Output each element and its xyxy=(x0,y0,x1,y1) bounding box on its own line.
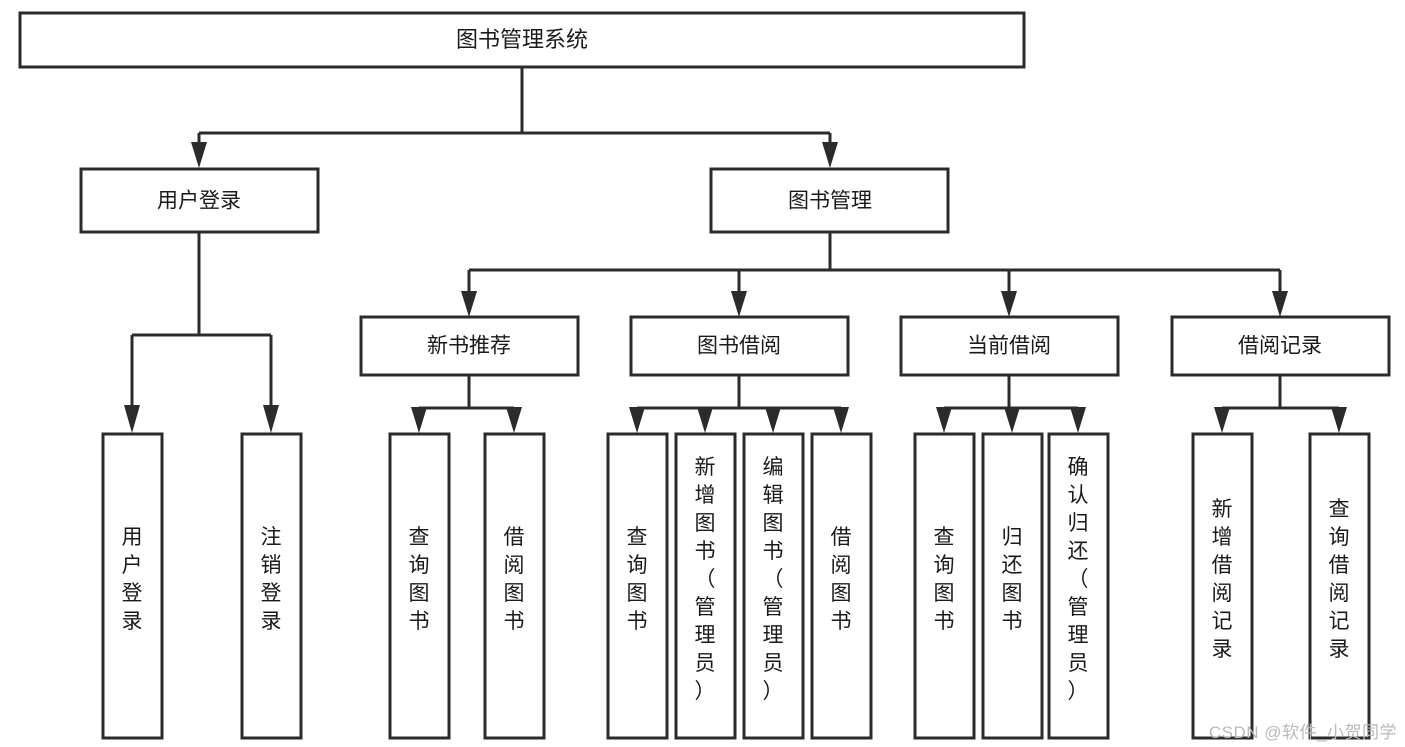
arrow-head-borrow-record xyxy=(1272,291,1288,317)
arrow-head-user-login xyxy=(191,142,207,168)
leaf-br-add-record-box[interactable] xyxy=(1191,432,1254,740)
node-new-book-recommend-box[interactable] xyxy=(359,315,580,377)
node-new-book-recommend-label: 新书推荐 xyxy=(427,335,511,358)
node-book-manage-label: 图书管理 xyxy=(788,190,872,213)
node-user-login-label: 用户登录 xyxy=(157,190,241,213)
leaf-node[interactable]: 查询图书 xyxy=(388,432,451,740)
leaf-cb-confirm-return-box[interactable] xyxy=(1047,432,1110,740)
leaf-br-query-record-label: 查询借阅记录 xyxy=(1329,498,1350,661)
leaf-br-add-record-label: 新增借阅记录 xyxy=(1212,498,1233,661)
node-current-borrow-label: 当前借阅 xyxy=(967,335,1051,358)
arrow-head-bb-3 xyxy=(765,407,781,433)
arrow-head-cb-1 xyxy=(936,407,952,433)
arrow-head-br-1 xyxy=(1214,407,1230,433)
node-book-manage[interactable]: 图书管理 xyxy=(709,167,950,234)
arrow-head-bb-2 xyxy=(697,407,713,433)
leaf-node[interactable]: 查询借阅记录 xyxy=(1308,432,1371,740)
node-root-box[interactable] xyxy=(18,11,1026,69)
leaf-node[interactable]: 归还图书 xyxy=(981,432,1044,740)
node-borrow-record-box[interactable] xyxy=(1170,315,1391,377)
leaf-nb-query-book-label: 查询图书 xyxy=(409,526,430,633)
leaf-bb-query-book-box[interactable] xyxy=(606,432,669,740)
leaf-user-login-box[interactable] xyxy=(101,432,164,740)
arrow-head-ul-2 xyxy=(263,405,279,433)
arrow-head-bb-4 xyxy=(833,407,849,433)
leaf-nb-borrow-book-label: 借阅图书 xyxy=(504,526,525,633)
leaf-node[interactable]: 借阅图书 xyxy=(483,432,546,740)
arrow-head-current-borrow xyxy=(1001,291,1017,317)
leaf-bb-borrow-book-label: 借阅图书 xyxy=(831,526,852,633)
leaf-node[interactable]: 借阅图书 xyxy=(810,432,873,740)
arrow-head-ul-1 xyxy=(124,405,140,433)
leaf-node[interactable]: 注销登录 xyxy=(240,432,303,740)
leaf-nb-borrow-book-box[interactable] xyxy=(483,432,546,740)
node-new-book-recommend[interactable]: 新书推荐 xyxy=(359,315,580,377)
arrow-head-cb-2 xyxy=(1004,407,1020,433)
leaf-node[interactable]: 新增借阅记录 xyxy=(1191,432,1254,740)
node-book-borrow-box[interactable] xyxy=(629,315,850,377)
leaf-cb-query-book-box[interactable] xyxy=(913,432,976,740)
arrow-head-nb-1 xyxy=(411,407,427,433)
arrow-head-nb-2 xyxy=(506,407,522,433)
node-book-manage-box[interactable] xyxy=(709,167,950,234)
leaf-node[interactable]: 确认归还（管理员） xyxy=(1047,432,1110,740)
leaf-bb-add-book-box[interactable] xyxy=(674,432,737,740)
leaf-node[interactable]: 查询图书 xyxy=(606,432,669,740)
node-user-login[interactable]: 用户登录 xyxy=(79,167,320,234)
node-borrow-record[interactable]: 借阅记录 xyxy=(1170,315,1391,377)
leaf-node[interactable]: 用户登录 xyxy=(101,432,164,740)
arrow-head-book-manage xyxy=(822,142,838,168)
leaf-bb-add-book-label: 新增图书（管理员） xyxy=(695,456,716,703)
arrow-head-br-2 xyxy=(1331,407,1347,433)
node-current-borrow[interactable]: 当前借阅 xyxy=(899,315,1120,377)
arrow-head-bb-1 xyxy=(629,407,645,433)
leaf-cb-return-book-box[interactable] xyxy=(981,432,1044,740)
leaf-node[interactable]: 新增图书（管理员） xyxy=(674,432,737,740)
leaf-node[interactable]: 编辑图书（管理员） xyxy=(742,432,805,740)
leaf-logout-label: 注销登录 xyxy=(261,526,282,633)
csdn-watermark: CSDN @软件_小贺同学 xyxy=(1208,723,1397,742)
node-user-login-box[interactable] xyxy=(79,167,320,234)
node-root[interactable]: 图书管理系统 xyxy=(18,11,1026,69)
node-current-borrow-box[interactable] xyxy=(899,315,1120,377)
node-root-label: 图书管理系统 xyxy=(456,27,588,52)
leaf-user-login-label: 用户登录 xyxy=(122,526,143,633)
leaf-nb-query-book-box[interactable] xyxy=(388,432,451,740)
leaf-bb-borrow-book-box[interactable] xyxy=(810,432,873,740)
arrow-head-book-borrow xyxy=(731,291,747,317)
leaf-bb-edit-book-box[interactable] xyxy=(742,432,805,740)
arrow-head-new-book xyxy=(461,291,477,317)
leaf-bb-query-book-label: 查询图书 xyxy=(627,526,648,633)
leaf-br-query-record-box[interactable] xyxy=(1308,432,1371,740)
leaf-cb-return-book-label: 归还图书 xyxy=(1002,526,1023,633)
leaf-node[interactable]: 查询图书 xyxy=(913,432,976,740)
node-borrow-record-label: 借阅记录 xyxy=(1238,335,1322,358)
leaf-bb-edit-book-label: 编辑图书（管理员） xyxy=(763,456,784,703)
leaf-cb-confirm-return-label: 确认归还（管理员） xyxy=(1068,456,1089,703)
node-book-borrow[interactable]: 图书借阅 xyxy=(629,315,850,377)
node-book-borrow-label: 图书借阅 xyxy=(697,335,781,358)
leaf-logout-box[interactable] xyxy=(240,432,303,740)
arrow-head-cb-3 xyxy=(1070,407,1086,433)
connectors xyxy=(124,67,1347,433)
leaf-cb-query-book-label: 查询图书 xyxy=(934,526,955,633)
